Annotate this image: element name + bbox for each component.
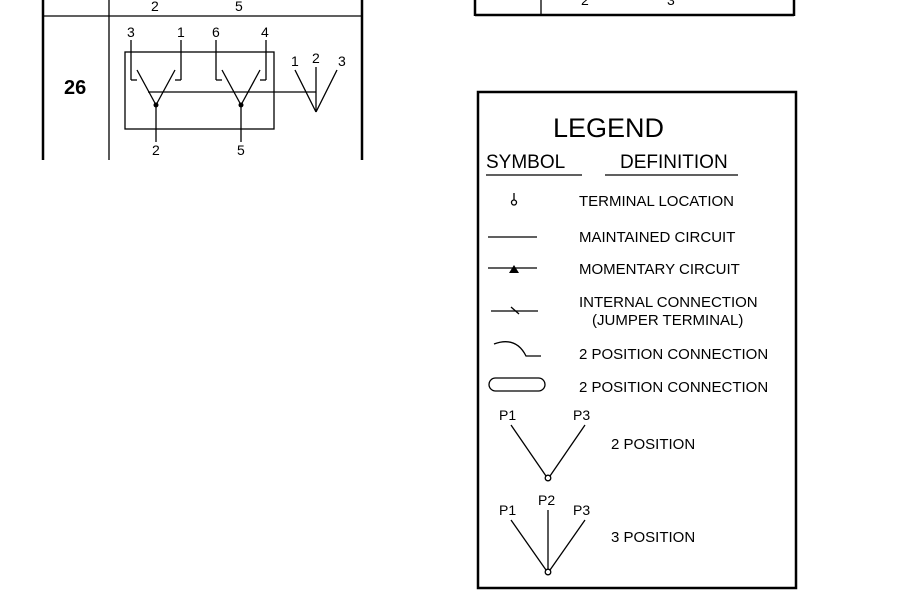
momentary-circuit-icon [488, 265, 537, 273]
switch-p3-label: P3 [573, 502, 590, 518]
two-position-curve-icon [493, 341, 541, 357]
pin-label-top: 3 [127, 24, 135, 40]
three-position-switch-icon [510, 510, 586, 576]
two-position-switch-icon [510, 424, 586, 482]
pin-label-side: 3 [338, 53, 346, 69]
legend-item-label: INTERNAL CONNECTION [579, 294, 758, 311]
row-number: 26 [64, 77, 86, 99]
pin-label-bottom: 5 [237, 142, 245, 158]
pole-contact-dot [153, 102, 159, 108]
switch-p2-label: P2 [538, 492, 555, 508]
legend-col-symbol: SYMBOL [486, 152, 565, 173]
legend-item-label-2: (JUMPER TERMINAL) [592, 312, 743, 329]
legend-col-definition: DEFINITION [620, 152, 728, 173]
top-right-table: 2 3 [473, 0, 796, 17]
legend-item-label: TERMINAL LOCATION [579, 193, 734, 210]
top-pin-label: 5 [235, 0, 243, 14]
top-pin-label: 2 [151, 0, 159, 14]
legend-item-label: MOMENTARY CIRCUIT [579, 261, 740, 278]
legend-title: LEGEND [553, 113, 664, 143]
switch-p3-label: P3 [573, 407, 590, 423]
legend-box: LEGEND SYMBOL DEFINITION TERMINAL LOCATI… [476, 90, 798, 590]
switch-p1-label: P1 [499, 502, 516, 518]
legend-item-label: 3 POSITION [611, 529, 695, 546]
pin-label-top: 1 [177, 24, 185, 40]
switch-schematic [124, 40, 338, 142]
legend-item-label: 2 POSITION [611, 436, 695, 453]
two-position-pill-icon [488, 377, 546, 392]
legend-item-label: 2 POSITION CONNECTION [579, 379, 768, 396]
legend-item-label: 2 POSITION CONNECTION [579, 346, 768, 363]
pole-contact-dot [238, 102, 244, 108]
pin-label-bottom: 2 [152, 142, 160, 158]
top-pin-label: 3 [667, 0, 675, 8]
switch-p1-label: P1 [499, 407, 516, 423]
pin-label-side: 2 [312, 50, 320, 66]
legend-item-label: MAINTAINED CIRCUIT [579, 229, 735, 246]
pin-label-top: 4 [261, 24, 269, 40]
pin-label-top: 6 [212, 24, 220, 40]
pin-label-side: 1 [291, 53, 299, 69]
internal-connection-icon [491, 306, 538, 315]
switch-table: 2 5 26 [41, 0, 364, 160]
top-pin-label: 2 [581, 0, 589, 8]
terminal-location-icon [510, 193, 518, 206]
